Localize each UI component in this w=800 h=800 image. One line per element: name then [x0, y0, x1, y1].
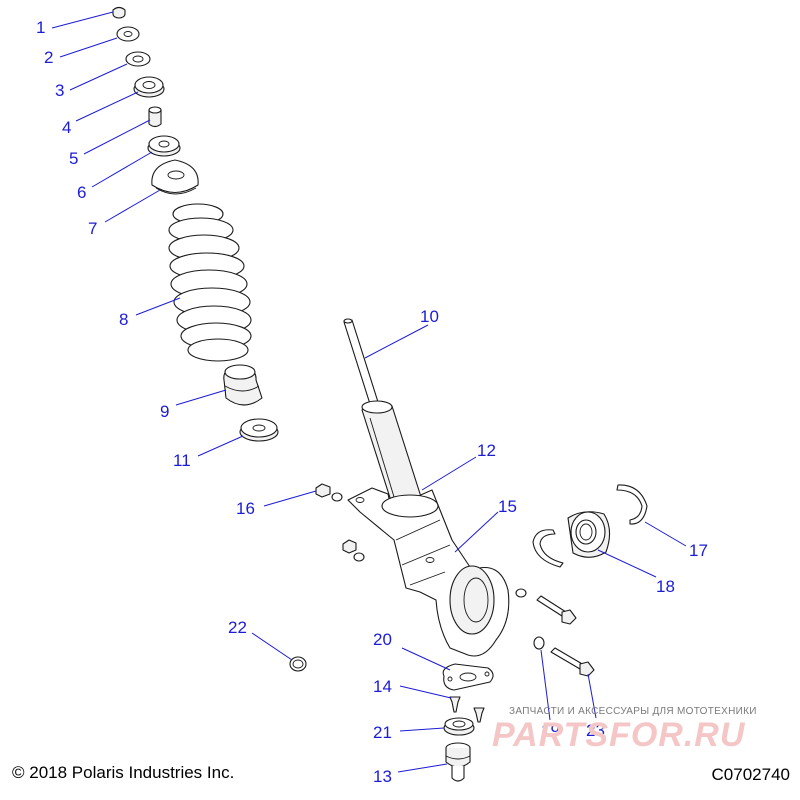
callout-5: 5 [69, 149, 78, 168]
callout-11: 11 [173, 451, 191, 470]
part-19-washer [515, 588, 545, 650]
part-23-bolt-lower [550, 647, 595, 677]
callout-6: 6 [77, 183, 86, 202]
callout-numbers: 1 2 3 4 5 6 7 8 10 9 11 12 16 15 17 18 2… [36, 18, 708, 786]
callout-18: 18 [656, 577, 675, 596]
part-7-spring-seat [151, 159, 199, 195]
part-3-washer [125, 51, 151, 67]
part-18-wheel-bearing [567, 511, 611, 558]
watermark-logo: PARTSFOR.RU [492, 716, 746, 754]
part-5-sleeve [148, 106, 162, 128]
callout-8: 8 [119, 310, 128, 329]
part-23-bolt-upper [536, 595, 577, 625]
callout-7: 7 [88, 219, 97, 238]
callout-9: 9 [160, 402, 169, 421]
callout-10: 10 [420, 307, 439, 326]
part-17-snap-ring-right [616, 484, 648, 525]
part-2-washer [116, 26, 140, 42]
watermark-tagline: ЗАПЧАСТИ И АКСЕССУАРЫ ДЛЯ МОТОТЕХНИКИ [509, 706, 757, 717]
callout-19: 19 [541, 721, 560, 740]
callout-22: 22 [228, 618, 247, 637]
callout-23: 23 [586, 721, 605, 740]
part-13-ball-joint [445, 742, 471, 782]
part-16-nut-washer [315, 483, 365, 562]
leader-lines [51, 11, 687, 773]
part-21-boot [443, 717, 475, 736]
part-14-screws [449, 696, 485, 723]
part-17-snap-ring-left [532, 529, 564, 568]
callout-14: 14 [373, 677, 392, 696]
part-1-nut [112, 6, 126, 19]
part-22-o-ring [289, 656, 307, 672]
copyright-notice: © 2018 Polaris Industries Inc. [12, 763, 235, 782]
callout-2: 2 [44, 48, 53, 67]
callout-21: 21 [373, 723, 392, 742]
callout-3: 3 [55, 81, 64, 100]
part-20-gasket-plate [442, 663, 494, 691]
part-8-coil-spring [168, 203, 252, 362]
callout-16: 16 [236, 499, 255, 518]
part-4-bushing [133, 76, 165, 98]
callout-1: 1 [36, 18, 45, 37]
part-15-knuckle [347, 487, 510, 657]
part-10-strut [343, 318, 423, 511]
callout-17: 17 [689, 541, 708, 560]
callout-4: 4 [62, 118, 71, 137]
callout-15: 15 [498, 497, 517, 516]
drawing-code: C0702740 [711, 765, 790, 784]
callout-12: 12 [477, 441, 496, 460]
part-9-bump-stop [223, 364, 263, 406]
part-6-bushing [147, 135, 181, 157]
part-11-washer [239, 418, 279, 442]
callout-20: 20 [373, 630, 392, 649]
callout-13: 13 [373, 767, 392, 786]
